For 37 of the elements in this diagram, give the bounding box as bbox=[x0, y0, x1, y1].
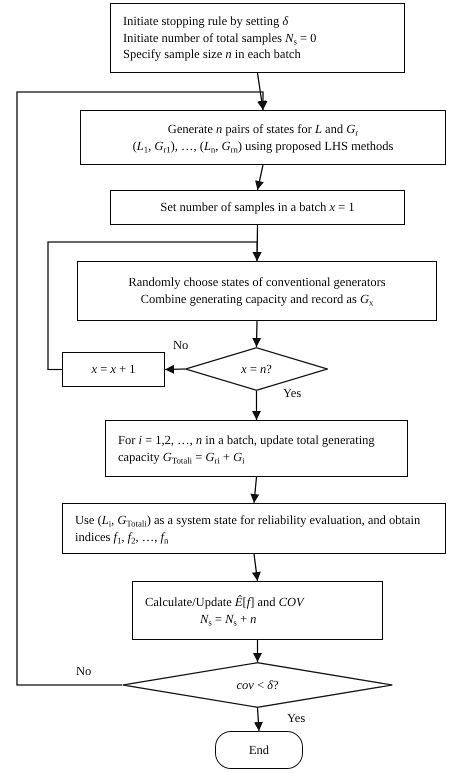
node-text: Set number of samples in a batch x = 1 bbox=[160, 199, 355, 216]
node-text: Randomly choose states of conventional generators bbox=[128, 274, 386, 291]
node-text: x = n? bbox=[241, 360, 272, 378]
node-text: For i = 1,2, …, n in a batch, update total generating capacity G$_{Totali}$ = G$_{ri}$ + G$_{i}$ bbox=[118, 432, 376, 466]
node-text: Generate n pairs of states for L and G$_{r}$ bbox=[168, 120, 358, 138]
arrow bbox=[256, 72, 266, 110]
node-text: (L$_{1}$, G$_{r1}$), …, (L$_{n}$, G$_{rn}$) using proposed LHS methods bbox=[132, 138, 394, 154]
arrow bbox=[252, 554, 261, 582]
node-text: Calculate/Update Ê[f] and COV bbox=[145, 594, 304, 610]
node-text: Initiate number of total samples N$_{s}$ = 0 bbox=[123, 30, 316, 46]
decision-diamond bbox=[122, 662, 393, 708]
process-box bbox=[110, 190, 405, 225]
process-box bbox=[105, 420, 408, 477]
process-box bbox=[77, 261, 437, 321]
process-box bbox=[110, 3, 405, 73]
process-box bbox=[62, 352, 165, 387]
arrow bbox=[47, 241, 262, 370]
node-text: cov < δ? bbox=[236, 676, 279, 694]
node-text: End bbox=[248, 742, 270, 758]
process-box bbox=[80, 110, 446, 165]
arrow bbox=[164, 364, 186, 374]
terminal-box bbox=[215, 731, 303, 769]
arrow bbox=[253, 640, 262, 662]
node-text: x = x + 1 bbox=[92, 361, 136, 378]
arrow bbox=[252, 391, 261, 420]
process-box bbox=[62, 503, 446, 554]
node-text: Use (L$_{i}$, G$_{Totali}$) as a system state for reliability evaluation, and obtain indices f$_{1}$, f$_{2}$, …, f$_{n}$ bbox=[75, 512, 422, 546]
arrow bbox=[250, 476, 260, 504]
arrow bbox=[254, 708, 263, 732]
node-text: N$_{s}$ = N$_{s}$ + n bbox=[199, 610, 256, 628]
process-box bbox=[132, 581, 383, 640]
node-text: Combine generating capacity and record as G$_{x}$ bbox=[140, 291, 374, 308]
node-text: Specify sample size n in each batch bbox=[123, 46, 301, 64]
node-text: Initiate stopping rule by setting δ bbox=[123, 12, 288, 30]
arrow bbox=[16, 91, 268, 686]
arrow bbox=[255, 164, 264, 190]
arrow bbox=[252, 320, 262, 348]
